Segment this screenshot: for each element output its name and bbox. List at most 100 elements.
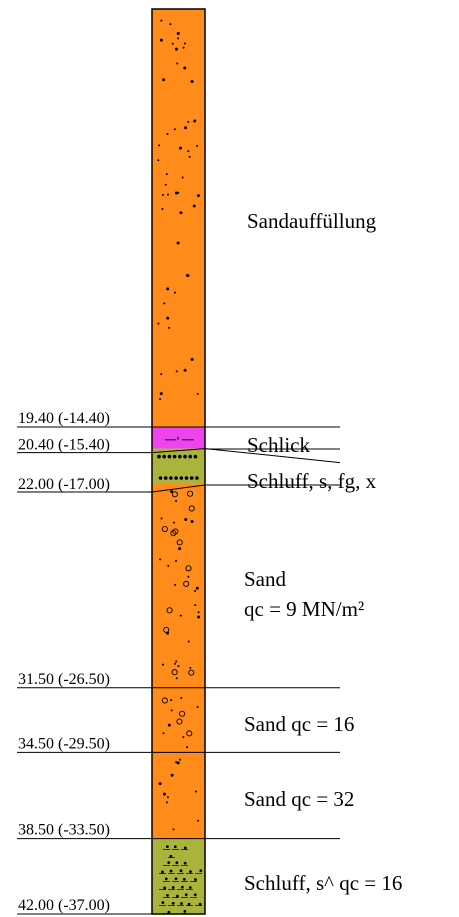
texture-circle xyxy=(171,491,178,498)
texture-dot xyxy=(179,476,184,480)
texture-dot xyxy=(166,796,169,799)
texture-dot xyxy=(161,901,165,904)
texture-dot xyxy=(161,207,164,210)
texture-dot xyxy=(187,575,190,578)
texture-dot xyxy=(177,665,180,668)
texture-dot xyxy=(177,37,180,40)
texture-dot xyxy=(178,547,182,551)
texture-dot xyxy=(194,878,197,881)
layer-schluff-s-qc16 xyxy=(152,838,205,914)
layer-description-schlick: Schlick xyxy=(247,433,310,457)
texture-dot xyxy=(166,287,170,291)
texture-dot xyxy=(175,559,178,562)
texture-dot xyxy=(157,144,160,147)
texture-dot xyxy=(194,589,197,592)
texture-dot xyxy=(176,761,180,765)
texture-circle xyxy=(163,626,170,633)
texture-dot xyxy=(183,909,187,913)
depth-label: 38.50 (-33.50) xyxy=(18,822,110,839)
texture-dot xyxy=(175,761,178,764)
layer-description-sand-qc9: Sand xyxy=(244,567,287,591)
texture-dot xyxy=(159,558,162,561)
texture-dot xyxy=(187,150,190,153)
texture-dot xyxy=(184,518,188,522)
texture-dot xyxy=(183,368,187,372)
texture-dot xyxy=(190,519,194,523)
texture-dot xyxy=(169,23,172,26)
texture-dot xyxy=(169,854,173,858)
texture-dot xyxy=(163,476,168,480)
texture-circle xyxy=(166,607,173,614)
texture-dot xyxy=(166,894,169,897)
texture-dot xyxy=(190,79,194,83)
texture-dot xyxy=(167,454,172,459)
texture-circle xyxy=(187,490,194,497)
texture-dot xyxy=(194,790,197,793)
texture-circle xyxy=(188,505,195,512)
layer-description-schluff-s-qc16: Schluff, s^ qc = 16 xyxy=(244,871,402,895)
texture-dot xyxy=(194,604,197,607)
texture-dot xyxy=(180,885,184,889)
texture-dot xyxy=(180,902,183,905)
texture-dot xyxy=(175,677,178,680)
layer-description-sand-qc16: Sand qc = 16 xyxy=(244,712,354,736)
texture-circle xyxy=(170,530,177,537)
texture-dot xyxy=(179,211,183,215)
texture-dot xyxy=(173,128,176,131)
texture-circle xyxy=(161,525,168,533)
texture-dot xyxy=(170,699,173,702)
texture-dot xyxy=(167,861,171,865)
texture-dot xyxy=(196,392,199,395)
texture-dot xyxy=(178,454,182,459)
texture-dot xyxy=(179,869,183,873)
texture-dot xyxy=(188,155,191,158)
texture-dot xyxy=(189,666,192,669)
texture-dot xyxy=(162,78,166,82)
texture-dot xyxy=(172,521,175,524)
texture-dot xyxy=(184,126,188,130)
texture-dot xyxy=(176,241,180,245)
texture-dot xyxy=(183,66,187,70)
texture-dot xyxy=(193,454,198,459)
texture-dot xyxy=(157,322,160,325)
texture-circle xyxy=(183,580,190,587)
texture-dot xyxy=(161,870,164,874)
texture-dot xyxy=(159,397,162,400)
layer-sand-qc16 xyxy=(152,687,205,753)
texture-dot xyxy=(175,47,178,50)
texture-dot xyxy=(197,819,200,822)
depth-label: 34.50 (-29.50) xyxy=(18,735,110,752)
texture-dot xyxy=(158,476,163,480)
texture-dot xyxy=(157,454,161,459)
layer-description-sand-qc32: Sand qc = 32 xyxy=(244,787,354,811)
texture-dot xyxy=(185,273,189,277)
texture-dot xyxy=(159,38,163,42)
texture-dot xyxy=(165,845,169,848)
texture-dot xyxy=(174,662,177,665)
texture-circle xyxy=(185,565,192,572)
texture-dot xyxy=(157,159,160,162)
texture-dot xyxy=(169,476,173,480)
texture-dot xyxy=(193,119,197,123)
texture-dot xyxy=(167,193,170,196)
depth-label: 19.40 (-14.40) xyxy=(18,410,110,427)
texture-dot xyxy=(158,782,162,786)
texture-dot xyxy=(163,302,166,305)
texture-dot xyxy=(174,583,177,586)
texture-dot xyxy=(159,392,163,396)
texture-dot xyxy=(188,454,192,459)
texture-dot xyxy=(184,893,188,897)
texture-dot xyxy=(168,326,171,329)
texture-dot xyxy=(182,878,186,881)
texture-dot xyxy=(196,705,199,708)
texture-dot xyxy=(190,357,194,361)
texture-dot xyxy=(183,454,187,459)
layer-sand-qc32 xyxy=(152,752,205,839)
texture-dot xyxy=(187,640,190,643)
boundary-lines xyxy=(17,426,341,915)
layer-sandauffuellung xyxy=(152,9,205,428)
texture-dot xyxy=(175,660,178,663)
texture-circle xyxy=(172,528,179,535)
texture-dot xyxy=(182,46,185,49)
